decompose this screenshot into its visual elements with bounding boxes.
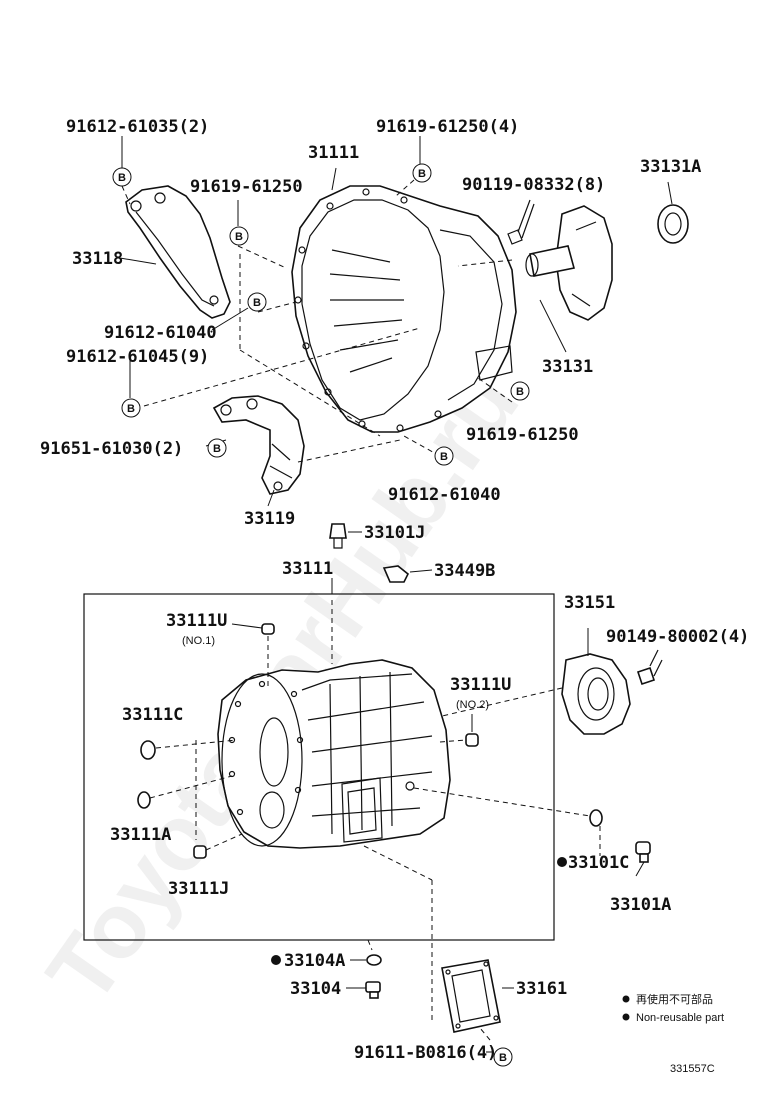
svg-text:B: B	[235, 231, 243, 243]
svg-text:B: B	[440, 451, 448, 463]
svg-text:B: B	[253, 297, 261, 309]
label-33111U-no1[interactable]: 33111U	[166, 611, 227, 631]
b-circle-6: B	[207, 438, 227, 458]
legend-dot-jp	[622, 995, 630, 1003]
legend-non-reusable-en: Non-reusable part	[636, 1012, 724, 1024]
label-33449B[interactable]: 33449B	[434, 561, 495, 581]
label-33104A[interactable]: 33104A	[284, 951, 345, 971]
label-90119-08332[interactable]: 90119-08332(8)	[462, 175, 605, 195]
label-33111C[interactable]: 33111C	[122, 705, 183, 725]
cover-33161-drawing[interactable]	[441, 959, 501, 1033]
bolt-90119-08332-drawing[interactable]	[507, 199, 535, 245]
label-33161[interactable]: 33161	[516, 979, 567, 999]
label-33101A[interactable]: 33101A	[610, 895, 671, 915]
non-reusable-dot-33104A	[271, 955, 281, 965]
label-33101J[interactable]: 33101J	[364, 523, 425, 543]
plug-33111A-drawing[interactable]	[137, 791, 151, 809]
plug-33111J-drawing[interactable]	[193, 845, 207, 859]
label-91612-61040-a[interactable]: 91612-61040	[104, 323, 217, 343]
label-91612-61040-b[interactable]: 91612-61040	[388, 485, 501, 505]
non-reusable-dot-33101C	[557, 857, 567, 867]
legend-dot-en	[622, 1013, 630, 1021]
b-circle-5: B	[121, 398, 141, 418]
diagram-code: 331557C	[670, 1063, 715, 1075]
label-31111[interactable]: 31111	[308, 143, 359, 163]
label-33119[interactable]: 33119	[244, 509, 295, 529]
gasket-33104A-drawing[interactable]	[366, 954, 382, 966]
lower-leader-lines	[149, 600, 645, 1053]
transmission-case-frame	[83, 593, 555, 941]
label-33104[interactable]: 33104	[290, 979, 341, 999]
label-91612-61035[interactable]: 91612-61035(2)	[66, 117, 209, 137]
svg-text:B: B	[127, 403, 135, 415]
bearing-retainer-33131-drawing[interactable]	[525, 205, 613, 321]
label-33131[interactable]: 33131	[542, 357, 593, 377]
label-33111U-no2[interactable]: 33111U	[450, 675, 511, 695]
b-circle-7: B	[510, 381, 530, 401]
bracket-33119-drawing[interactable]	[212, 395, 305, 495]
svg-text:B: B	[213, 443, 221, 455]
label-33118[interactable]: 33118	[72, 249, 123, 269]
oil-seal-33131A-drawing[interactable]	[657, 204, 689, 244]
label-33151[interactable]: 33151	[564, 593, 615, 613]
plug-33101A-drawing[interactable]	[635, 841, 651, 863]
label-33131A[interactable]: 33131A	[640, 157, 701, 177]
clutch-housing-31111-drawing[interactable]	[291, 185, 517, 433]
label-91651-61030[interactable]: 91651-61030(2)	[40, 439, 183, 459]
label-90149-80002[interactable]: 90149-80002(4)	[606, 627, 749, 647]
label-no1: (NO.1)	[182, 635, 215, 647]
breather-plug-33101J-drawing[interactable]	[329, 523, 362, 549]
plug-33111C-drawing[interactable]	[140, 740, 156, 760]
transmission-case-33111-drawing[interactable]	[217, 659, 451, 849]
label-33101C[interactable]: 33101C	[568, 853, 629, 873]
label-33111A[interactable]: 33111A	[110, 825, 171, 845]
svg-text:B: B	[418, 168, 426, 180]
bolt-90149-80002-drawing[interactable]	[636, 649, 663, 686]
b-circle-1: B	[112, 167, 132, 187]
label-91612-61045[interactable]: 91612-61045(9)	[66, 347, 209, 367]
label-33111[interactable]: 33111	[282, 559, 333, 579]
bracket-33118-drawing[interactable]	[125, 185, 231, 319]
extension-housing-33151-drawing[interactable]	[561, 653, 631, 735]
legend-non-reusable-jp: 再使用不可部品	[636, 992, 713, 1006]
label-91619-61250-a[interactable]: 91619-61250	[190, 177, 303, 197]
plug-33104-drawing[interactable]	[365, 981, 381, 999]
b-circle-8: B	[434, 446, 454, 466]
label-91619-61250-b[interactable]: 91619-61250	[466, 425, 579, 445]
label-no2: (NO.2)	[456, 699, 489, 711]
svg-text:B: B	[516, 386, 524, 398]
label-91611-B0816[interactable]: 91611-B0816(4)	[354, 1043, 497, 1063]
svg-text:B: B	[499, 1052, 507, 1064]
clip-33449B-drawing[interactable]	[382, 565, 433, 583]
label-33111J[interactable]: 33111J	[168, 879, 229, 899]
plug-33111U-no2-drawing[interactable]	[465, 733, 479, 747]
b-circle-9: B	[493, 1047, 513, 1067]
b-circle-2: B	[412, 163, 432, 183]
gasket-33101C-drawing[interactable]	[589, 809, 603, 827]
svg-text:B: B	[118, 172, 126, 184]
label-91619-61250-4[interactable]: 91619-61250(4)	[376, 117, 519, 137]
b-circle-4: B	[247, 292, 267, 312]
plug-33111U-no1-drawing[interactable]	[261, 623, 275, 635]
b-circle-3: B	[229, 226, 249, 246]
